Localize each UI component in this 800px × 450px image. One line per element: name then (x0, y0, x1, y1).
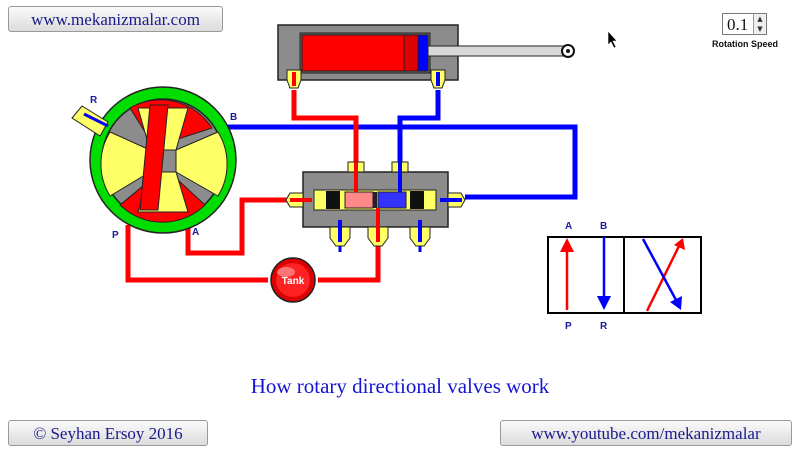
tank (270, 257, 316, 303)
site-link-button[interactable]: www.mekanizmalar.com (8, 6, 223, 32)
rotary-port-p-label: P (112, 230, 119, 241)
symbol-port-p-label: P (565, 321, 572, 332)
hose-b (212, 124, 578, 200)
symbol-port-a-label: A (565, 221, 572, 232)
hose-cylinder-right (397, 90, 441, 162)
hose-tank-return (318, 245, 381, 283)
symbol-port-r-label: R (600, 321, 608, 332)
hydraulic-cylinder (277, 24, 575, 89)
hose-a (185, 197, 290, 256)
rotary-valve (71, 86, 237, 234)
valve-symbol (547, 236, 702, 314)
mouse-cursor-icon (607, 30, 618, 49)
rotary-port-b-label: B (230, 112, 237, 123)
cylinder-rod (427, 45, 569, 57)
rotary-port-r-label: R (90, 95, 98, 106)
spool-valve (285, 161, 466, 247)
spin-down-icon[interactable]: ▼ (753, 24, 766, 34)
rotation-speed-stepper[interactable]: 0.1 ▲ ▼ (722, 13, 767, 35)
rotation-speed-label: Rotation Speed (711, 39, 778, 49)
rotation-speed-value[interactable]: 0.1 (727, 15, 749, 34)
rotary-port-a-label: A (192, 227, 199, 238)
page-caption: How rotary directional valves work (250, 374, 550, 398)
hose-cylinder-left (291, 90, 359, 162)
tank-label: Tank (282, 276, 305, 287)
symbol-port-b-label: B (600, 221, 607, 232)
hose-p (125, 225, 268, 283)
youtube-link-button[interactable]: www.youtube.com/mekanizmalar (500, 420, 792, 446)
copyright-button[interactable]: © Seyhan Ersoy 2016 (8, 420, 208, 446)
